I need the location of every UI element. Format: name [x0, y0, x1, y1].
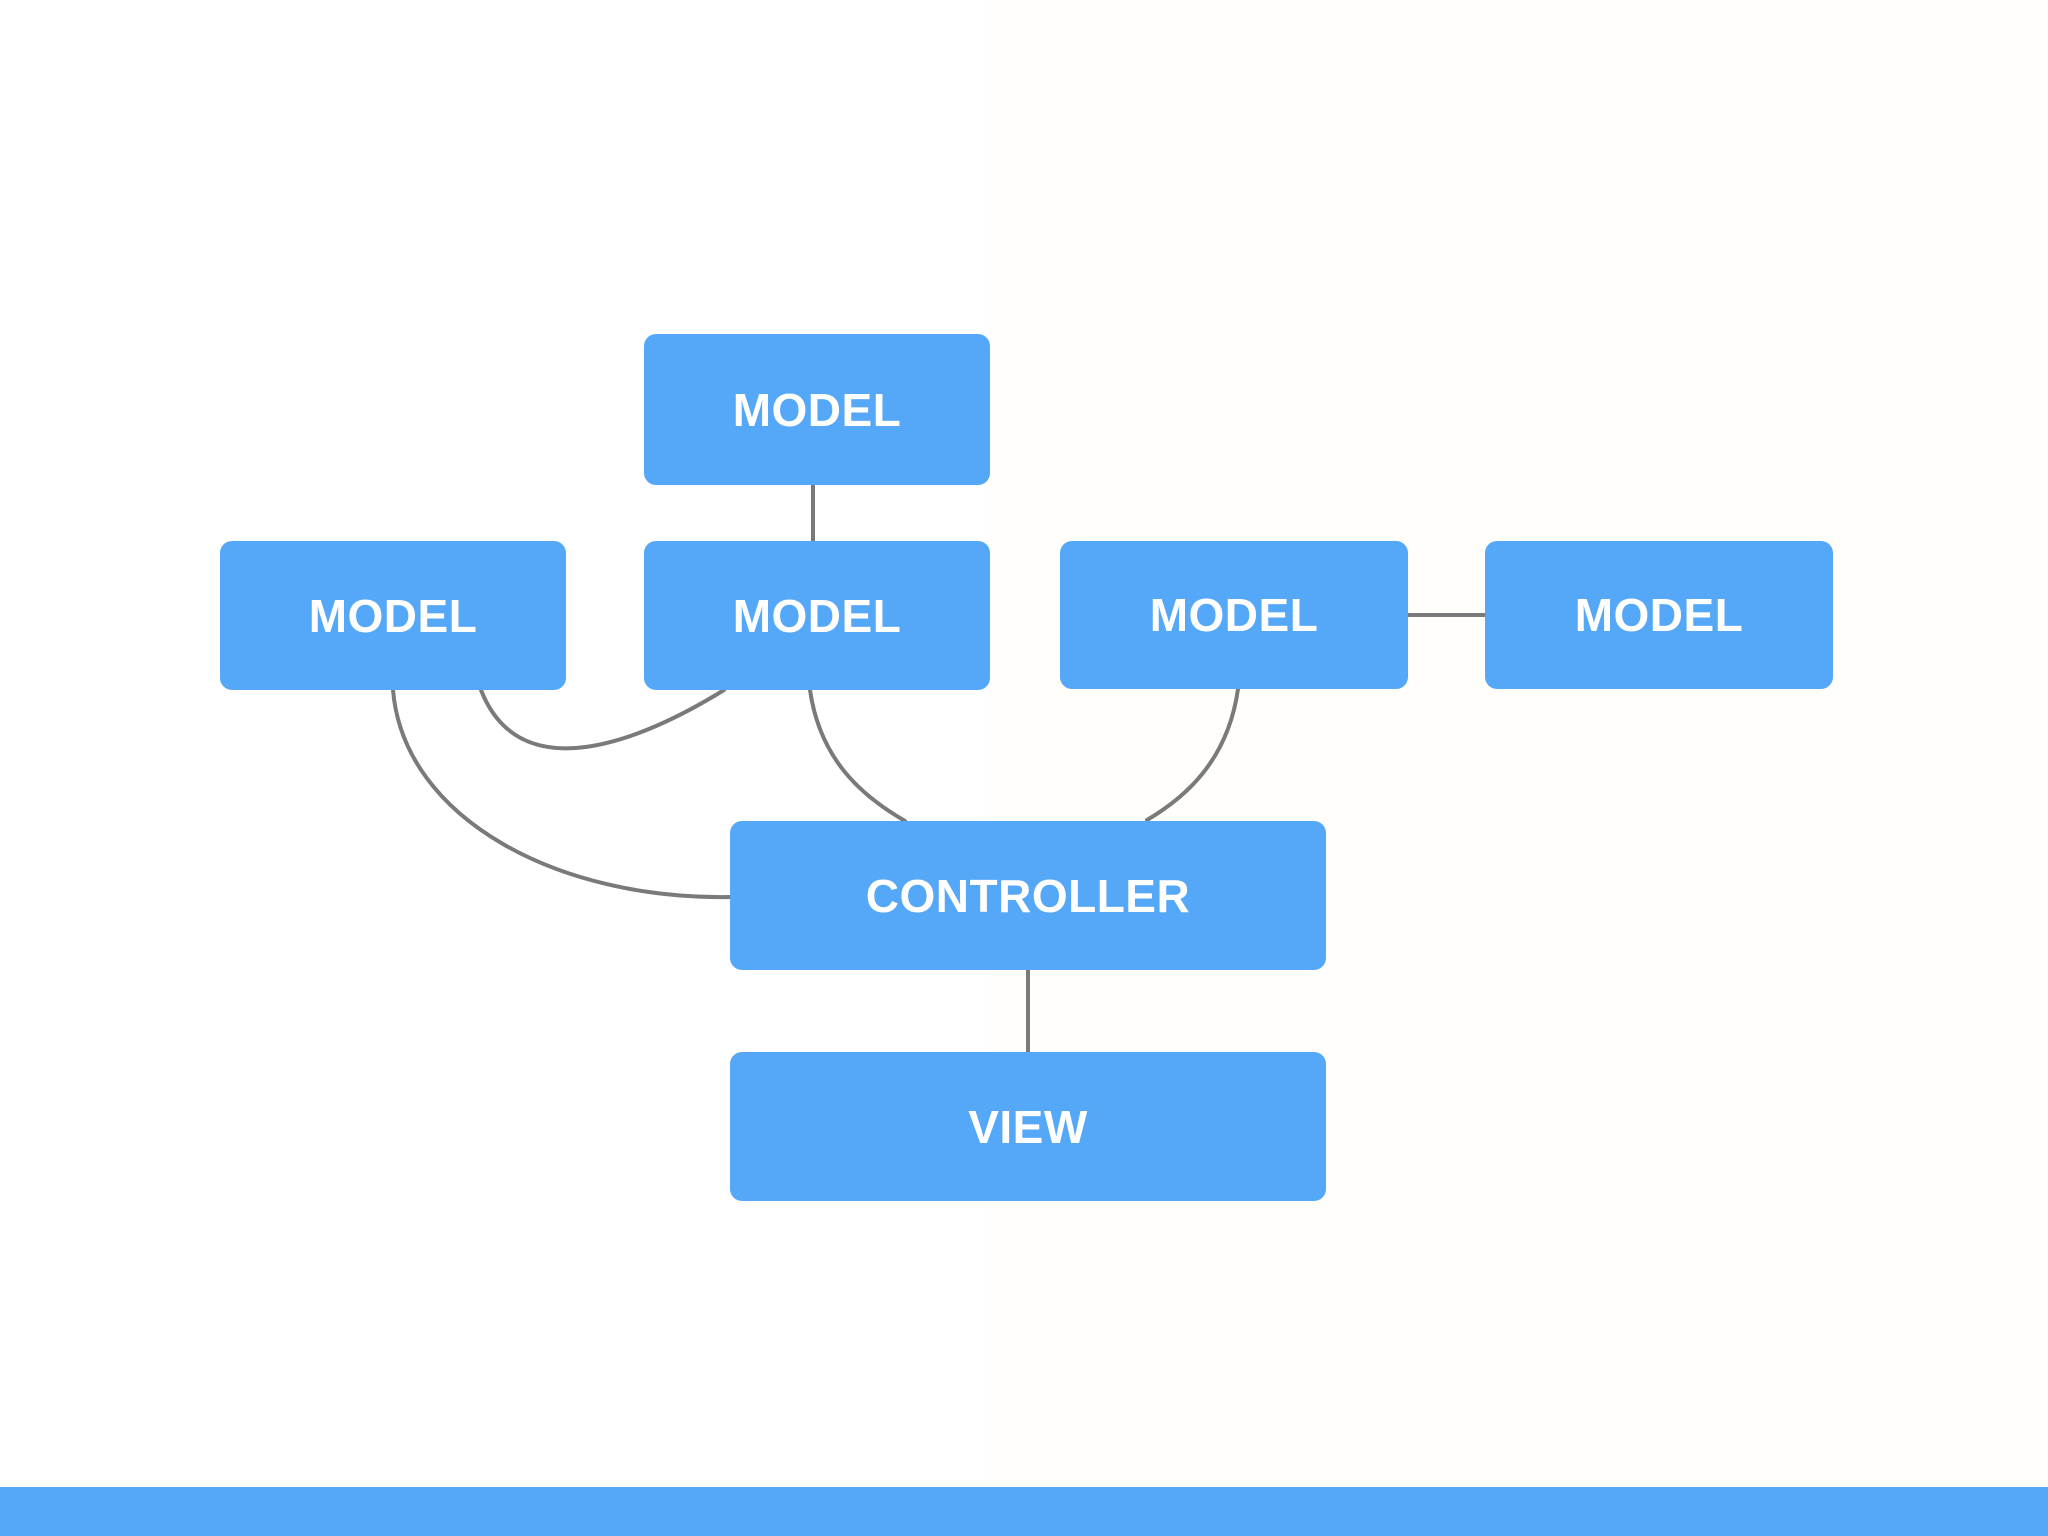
node-model-left[interactable]: MODEL — [220, 541, 566, 690]
edge-model-left-to-controller — [391, 688, 732, 900]
node-model-center[interactable]: MODEL — [644, 541, 990, 690]
node-label-model-center: MODEL — [732, 589, 902, 642]
node-controller[interactable]: CONTROLLER — [730, 821, 1326, 970]
node-model-top[interactable]: MODEL — [644, 334, 990, 485]
node-label-model-right-outer: MODEL — [1574, 589, 1744, 641]
footer-accent-bar — [0, 1487, 2048, 1536]
background-panel — [990, 0, 2048, 1487]
node-view[interactable]: VIEW — [730, 1052, 1326, 1201]
edge-model-center-to-controller — [808, 688, 907, 823]
node-label-model-left: MODEL — [308, 589, 478, 642]
node-label-model-right-inner: MODEL — [1149, 589, 1319, 641]
node-model-right-outer[interactable]: MODEL — [1485, 541, 1833, 689]
node-model-right-inner[interactable]: MODEL — [1060, 541, 1408, 689]
node-label-view: VIEW — [968, 1100, 1088, 1153]
node-label-controller: CONTROLLER — [865, 869, 1191, 922]
edge-model-left-to-model-center — [479, 688, 726, 751]
node-label-model-top: MODEL — [732, 383, 902, 436]
